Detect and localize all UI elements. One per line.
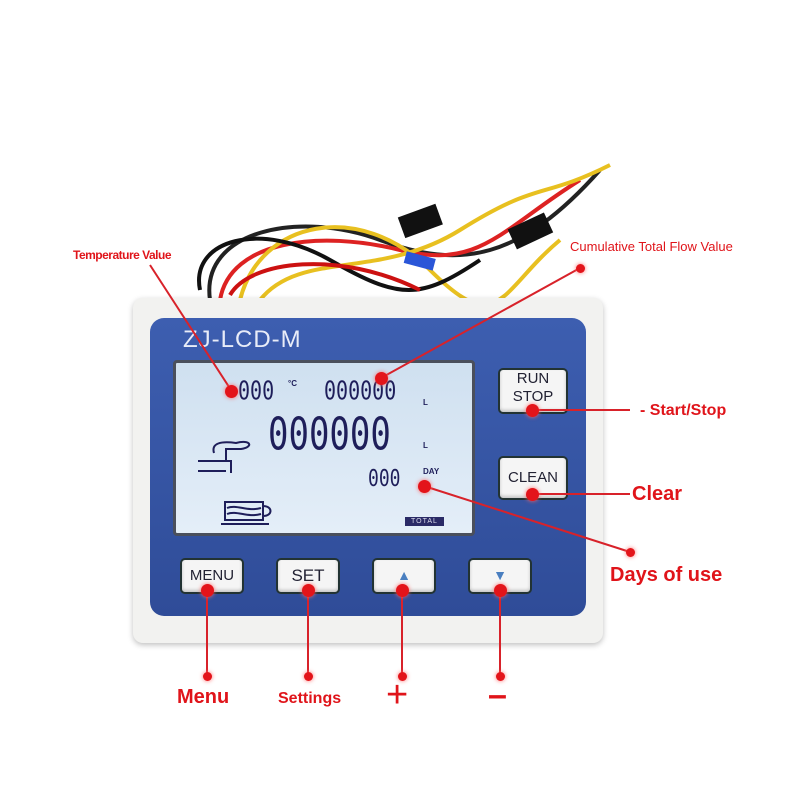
plus-annotation: + xyxy=(386,674,409,716)
model-label: ZJ-LCD-M xyxy=(183,326,302,353)
marker-dot xyxy=(418,480,431,493)
days-readout: 000 xyxy=(368,465,401,493)
marker-dot xyxy=(396,584,409,597)
temperature-unit: °C xyxy=(288,379,297,388)
marker-dot xyxy=(496,672,505,681)
marker-dot xyxy=(398,672,407,681)
days-unit: DAY xyxy=(423,467,440,476)
marker-dot xyxy=(203,672,212,681)
menu-annotation: Menu xyxy=(177,686,230,708)
total-badge: TOTAL xyxy=(405,517,444,526)
marker-dot xyxy=(576,264,585,273)
cup-icon xyxy=(221,501,272,525)
clear-annotation: Clear xyxy=(632,483,683,505)
marker-dot xyxy=(302,584,315,597)
marker-dot xyxy=(304,672,313,681)
cumulative-annotation: Cumulative Total Flow Value xyxy=(570,239,733,254)
marker-dot xyxy=(526,488,539,501)
temperature-annotation: Temperature Value xyxy=(73,248,172,262)
marker-dot xyxy=(375,372,388,385)
minus-annotation: – xyxy=(488,676,507,714)
set-button[interactable]: SET xyxy=(276,558,340,594)
run-label: RUN xyxy=(516,370,550,387)
marker-dot xyxy=(494,584,507,597)
marker-dot xyxy=(225,385,238,398)
marker-dot xyxy=(201,584,214,597)
marker-dot xyxy=(626,548,635,557)
stop-label: STOP xyxy=(512,388,554,405)
faucet-icon xyxy=(198,440,251,473)
main-flow-readout: 000000 xyxy=(268,409,391,461)
start-stop-annotation: - Start/Stop xyxy=(640,402,727,419)
marker-dot xyxy=(526,404,539,417)
cumulative-unit: L xyxy=(423,398,428,407)
main-flow-unit: L xyxy=(423,441,428,450)
settings-annotation: Settings xyxy=(278,690,342,707)
temperature-readout: 000 xyxy=(238,375,275,407)
days-annotation: Days of use xyxy=(610,564,723,586)
lcd-screen: 000 °C 000000 L 000000 L 000 DAY xyxy=(173,360,475,536)
